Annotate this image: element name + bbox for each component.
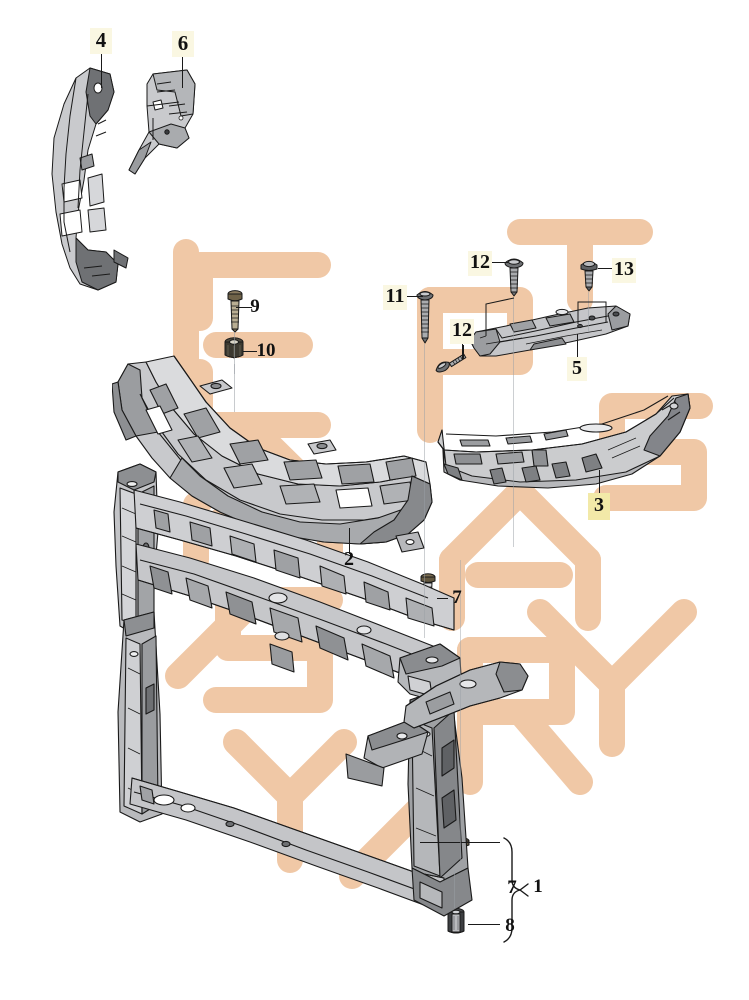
guide-11 [424,344,426,638]
part-13-short-flange-bolt [580,260,598,292]
part-11-long-pan-head-screw [416,291,434,344]
leader-5 [577,334,579,360]
callout-13[interactable]: 13 [612,258,636,283]
leader-4 [101,48,103,88]
callout-12-upper[interactable]: 12 [468,251,492,276]
callout-1[interactable]: 1 [533,876,543,897]
callout-3[interactable]: 3 [588,493,610,520]
grouping-brace [503,837,529,943]
guide-8 [454,870,456,908]
callout-5[interactable]: 5 [567,357,587,381]
leader-13 [598,268,612,270]
leader-6 [182,50,184,88]
fastener-bracket-5 [485,297,607,336]
callout-11[interactable]: 11 [383,285,407,310]
part-1-right-upper-arm [403,661,529,729]
part-4-left-headlight-bracket [51,67,129,291]
callout-7-lower[interactable]: 7 [507,877,517,898]
callout-4[interactable]: 4 [90,28,112,54]
leader-7-upper [437,598,448,600]
part-6-right-headlight-bracket [128,69,196,175]
guide-10 [234,364,236,412]
leader-11 [407,296,423,298]
callout-12-angled[interactable]: 12 [450,319,474,344]
callout-2[interactable]: 2 [344,548,354,570]
leader-8 [468,924,500,926]
part-1-radiator-support-frame [113,463,473,917]
part-12-pan-head-screw-upper [504,258,524,297]
part-3-front-bumper-carrier-beam [437,393,691,489]
part-5-side-mounting-arm [469,305,631,357]
leader-1-top [420,842,500,844]
callout-10[interactable]: 10 [256,340,276,361]
callout-6[interactable]: 6 [172,31,194,57]
part-8-threaded-sleeve-nut [447,907,465,934]
leader-2 [349,528,351,554]
leader-12-upper [492,262,508,264]
callout-7-upper[interactable]: 7 [452,587,462,608]
part-12-pan-head-screw-angled [435,353,467,373]
callout-8[interactable]: 8 [505,915,515,936]
guide-12 [513,297,515,547]
callout-9[interactable]: 9 [250,296,260,317]
part-2-upper-crossmember-reinforcement [112,355,433,553]
part-9-long-hex-bolt [227,290,243,333]
